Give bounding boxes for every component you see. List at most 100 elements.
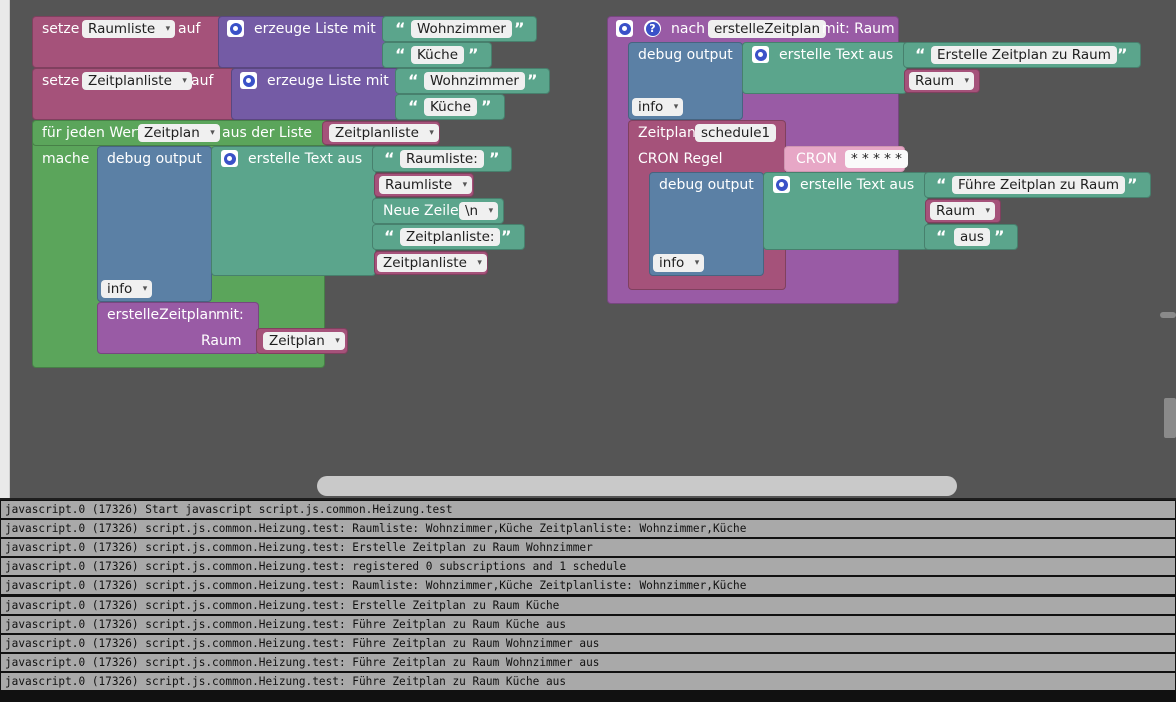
log-console[interactable]: javascript.0 (17326) Start javascript sc… [0, 500, 1176, 702]
log-line: javascript.0 (17326) script.js.common.He… [1, 520, 1175, 538]
log-line: javascript.0 (17326) script.js.common.He… [1, 577, 1175, 595]
debug-level-field[interactable]: info▾ [632, 98, 684, 116]
chevron-down-icon: ▾ [488, 206, 494, 216]
create-text-block[interactable] [763, 172, 928, 250]
log-line: javascript.0 (17326) script.js.common.He… [1, 653, 1175, 671]
log-line: javascript.0 (17326) script.js.common.He… [1, 539, 1175, 557]
gear-icon[interactable] [752, 46, 769, 63]
variable-field-raum[interactable]: Raum▾ [930, 202, 996, 220]
chevron-down-icon: ▾ [429, 128, 434, 138]
gear-icon[interactable] [240, 72, 257, 89]
variable-field-zeitplan[interactable]: Zeitplan▾ [263, 332, 345, 350]
debug-output-label: debug output [638, 47, 733, 63]
quote-open-icon: “ [408, 71, 419, 90]
gear-icon[interactable] [221, 150, 238, 167]
text-field-wohnzimmer[interactable]: Wohnzimmer [411, 20, 512, 38]
quote-open-icon: “ [395, 45, 406, 64]
quote-open-icon: “ [936, 227, 947, 246]
chevron-down-icon: ▾ [673, 102, 679, 112]
chevron-down-icon: ▾ [462, 180, 468, 190]
cron-value-field[interactable]: * * * * * [845, 150, 908, 168]
debug-output-label: debug output [107, 151, 202, 167]
quote-close-icon: ” [1117, 45, 1128, 64]
text-field-fuehre-zeitplan[interactable]: Führe Zeitplan zu Raum [952, 176, 1126, 194]
create-list-label: erzeuge Liste mit [254, 21, 376, 37]
for-each-label: für jeden Wert [42, 125, 143, 141]
quote-close-icon: ” [501, 227, 512, 246]
zoom-controls-icon[interactable] [1160, 300, 1176, 460]
newline-field[interactable]: \n▾ [459, 202, 499, 220]
do-label: mache [42, 151, 90, 167]
debug-level-field[interactable]: info▾ [653, 254, 705, 272]
gear-icon[interactable] [773, 176, 790, 193]
variable-field-zeitplanliste[interactable]: Zeitplanliste▾ [377, 254, 487, 272]
set-label: setze [42, 73, 80, 89]
chevron-down-icon: ▾ [964, 76, 970, 86]
set-label: setze [42, 21, 80, 37]
help-icon[interactable]: ? [644, 20, 661, 37]
create-text-label: erstelle Text aus [800, 177, 915, 193]
schedule-label: Zeitplan [638, 125, 696, 141]
newline-label: Neue Zeile [383, 203, 459, 219]
list-variable-field[interactable]: Zeitplanliste▾ [329, 124, 439, 142]
variable-field-raumliste[interactable]: Raumliste▾ [379, 176, 473, 194]
quote-open-icon: “ [408, 97, 419, 116]
set-var-zeitplanliste[interactable]: Zeitplanliste▾ [82, 72, 192, 90]
log-line: javascript.0 (17326) script.js.common.He… [1, 615, 1175, 633]
text-field-wohnzimmer[interactable]: Wohnzimmer [424, 72, 525, 90]
call-param-label: Raum [201, 333, 242, 349]
cron-rule-label: CRON Regel [638, 151, 723, 167]
for-each-var-field[interactable]: Zeitplan▾ [138, 124, 220, 142]
quote-open-icon: “ [395, 19, 406, 38]
log-line: javascript.0 (17326) script.js.common.He… [1, 634, 1175, 652]
from-list-label: aus der Liste [222, 125, 312, 141]
horizontal-scrollbar[interactable] [317, 476, 957, 496]
quote-open-icon: “ [384, 227, 395, 246]
debug-level-field[interactable]: info▾ [101, 280, 153, 298]
log-line: javascript.0 (17326) script.js.common.He… [1, 672, 1175, 690]
quote-open-icon: “ [936, 175, 947, 194]
gear-icon[interactable] [616, 20, 633, 37]
chevron-down-icon: ▾ [142, 284, 148, 294]
quote-close-icon: ” [1127, 175, 1138, 194]
log-line: javascript.0 (17326) script.js.common.He… [1, 596, 1175, 614]
procedure-name-field[interactable]: erstelleZeitplan [708, 20, 827, 38]
call-procedure-label: erstelleZeitplan [107, 307, 217, 323]
schedule-name-field[interactable]: schedule1 [695, 124, 777, 142]
quote-close-icon: ” [468, 45, 479, 64]
set-var-raumliste[interactable]: Raumliste▾ [82, 20, 176, 38]
procedure-to-label: nach [671, 21, 706, 37]
create-text-block[interactable] [742, 42, 907, 94]
variable-field-raum[interactable]: Raum▾ [909, 72, 975, 90]
quote-close-icon: ” [489, 149, 500, 168]
quote-open-icon: “ [384, 149, 395, 168]
cron-label: CRON [796, 151, 837, 167]
chevron-down-icon: ▾ [477, 258, 482, 268]
to-label: auf [191, 73, 214, 89]
text-field-aus[interactable]: aus [954, 228, 990, 246]
create-list-label: erzeuge Liste mit [267, 73, 389, 89]
quote-close-icon: ” [994, 227, 1005, 246]
chevron-down-icon: ▾ [335, 336, 340, 346]
toolbox-edge [0, 0, 10, 498]
create-list-block[interactable] [231, 68, 399, 120]
call-procedure-block[interactable] [97, 302, 259, 354]
debug-output-block[interactable] [97, 146, 212, 302]
chevron-down-icon: ▾ [165, 24, 171, 34]
create-list-block[interactable] [218, 16, 386, 68]
create-text-label: erstelle Text aus [779, 47, 894, 63]
quote-open-icon: “ [915, 45, 926, 64]
blockly-workspace[interactable]: für jeden Wert Zeitplan▾ aus der Liste Z… [0, 0, 1176, 498]
log-line: javascript.0 (17326) Start javascript sc… [1, 501, 1175, 518]
text-field-raumliste[interactable]: Raumliste: [400, 150, 484, 168]
text-field-kueche[interactable]: Küche [424, 98, 478, 116]
procedure-params-label: mit: Raum [822, 21, 895, 37]
text-field-kueche[interactable]: Küche [411, 46, 465, 64]
chevron-down-icon: ▾ [210, 128, 215, 138]
create-text-block[interactable] [211, 146, 376, 276]
gear-icon[interactable] [227, 20, 244, 37]
text-field-erstelle-zeitplan[interactable]: Erstelle Zeitplan zu Raum [931, 46, 1117, 64]
to-label: auf [178, 21, 201, 37]
chevron-down-icon: ▾ [182, 76, 187, 86]
text-field-zeitplanliste[interactable]: Zeitplanliste: [400, 228, 501, 246]
